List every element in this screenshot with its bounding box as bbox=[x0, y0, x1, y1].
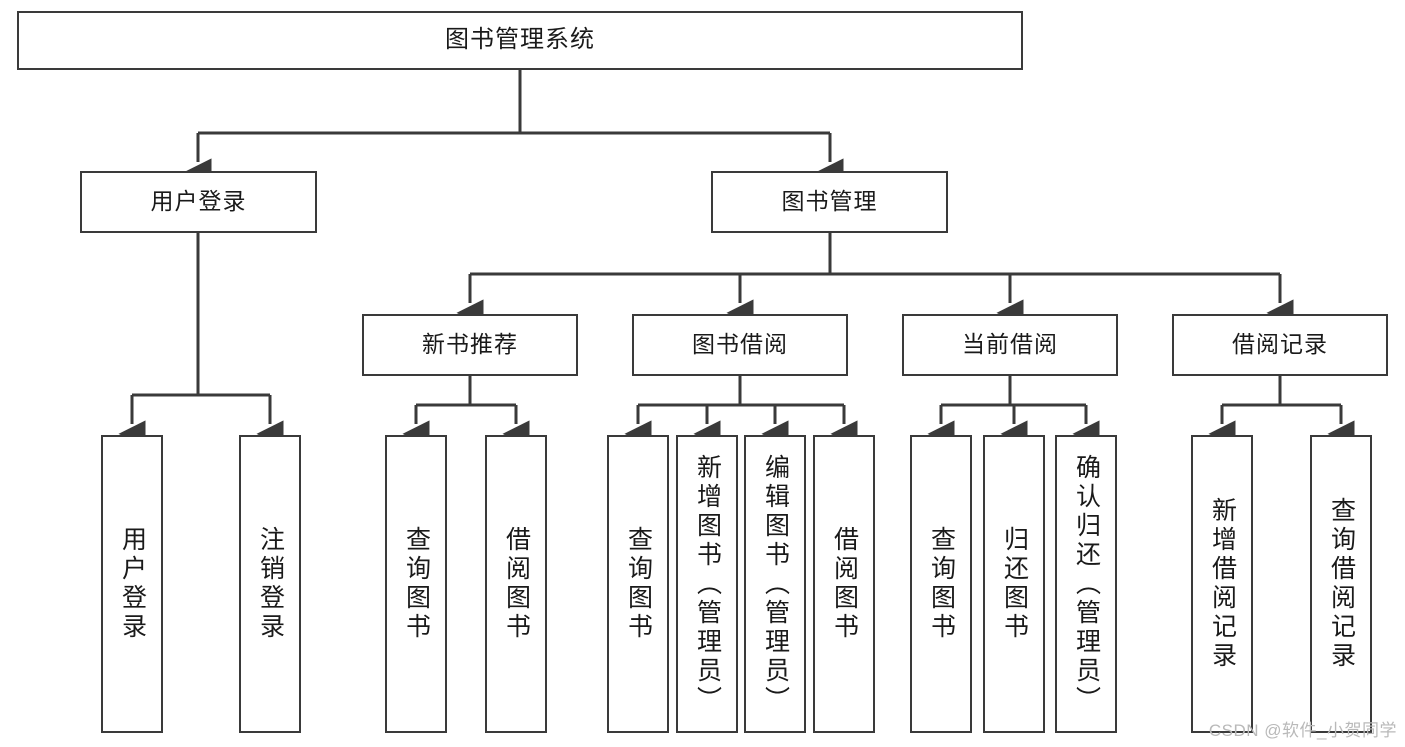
node-current-borrow-label: 当前借阅 bbox=[962, 331, 1058, 358]
node-user-login-label: 用户登录 bbox=[150, 188, 247, 215]
node-book-borrow-label: 图书借阅 bbox=[692, 331, 788, 358]
node-leaf-edit-book-label: 编辑图书（管理员） bbox=[761, 453, 790, 715]
node-leaf-edit-book[interactable]: 编辑图书（管理员） bbox=[744, 435, 806, 733]
watermark-text: CSDN @软件_小贺同学 bbox=[1208, 721, 1397, 740]
node-leaf-query-record-label: 查询借阅记录 bbox=[1327, 497, 1356, 671]
node-borrow-record-label: 借阅记录 bbox=[1232, 331, 1328, 358]
node-leaf-borrow-book-2-label: 借阅图书 bbox=[830, 526, 859, 642]
node-leaf-query-record[interactable]: 查询借阅记录 bbox=[1310, 435, 1372, 733]
node-book-manage-label: 图书管理 bbox=[781, 188, 878, 215]
node-leaf-return-book-label: 归还图书 bbox=[1000, 526, 1029, 642]
node-new-book-rec[interactable]: 新书推荐 bbox=[362, 314, 578, 376]
node-leaf-query-book-1-label: 查询图书 bbox=[402, 526, 431, 642]
node-user-login[interactable]: 用户登录 bbox=[80, 171, 317, 233]
node-leaf-user-login[interactable]: 用户登录 bbox=[101, 435, 163, 733]
node-leaf-confirm-return-label: 确认归还（管理员） bbox=[1072, 453, 1101, 715]
node-leaf-borrow-book-1-label: 借阅图书 bbox=[502, 526, 531, 642]
node-leaf-query-book-3[interactable]: 查询图书 bbox=[910, 435, 972, 733]
node-leaf-query-book-1[interactable]: 查询图书 bbox=[385, 435, 447, 733]
node-leaf-borrow-book-1[interactable]: 借阅图书 bbox=[485, 435, 547, 733]
node-leaf-query-book-2[interactable]: 查询图书 bbox=[607, 435, 669, 733]
node-leaf-add-record[interactable]: 新增借阅记录 bbox=[1191, 435, 1253, 733]
node-root-label: 图书管理系统 bbox=[445, 26, 595, 54]
node-new-book-rec-label: 新书推荐 bbox=[422, 331, 518, 358]
node-leaf-user-logout-label: 注销登录 bbox=[256, 526, 285, 642]
node-leaf-borrow-book-2[interactable]: 借阅图书 bbox=[813, 435, 875, 733]
node-leaf-add-record-label: 新增借阅记录 bbox=[1208, 497, 1237, 671]
node-borrow-record[interactable]: 借阅记录 bbox=[1172, 314, 1388, 376]
node-book-borrow[interactable]: 图书借阅 bbox=[632, 314, 848, 376]
node-leaf-confirm-return[interactable]: 确认归还（管理员） bbox=[1055, 435, 1117, 733]
node-current-borrow[interactable]: 当前借阅 bbox=[902, 314, 1118, 376]
node-leaf-user-logout[interactable]: 注销登录 bbox=[239, 435, 301, 733]
node-root[interactable]: 图书管理系统 bbox=[17, 11, 1023, 70]
node-leaf-add-book-label: 新增图书（管理员） bbox=[693, 453, 722, 715]
node-leaf-query-book-3-label: 查询图书 bbox=[927, 526, 956, 642]
node-leaf-query-book-2-label: 查询图书 bbox=[624, 526, 653, 642]
node-leaf-return-book[interactable]: 归还图书 bbox=[983, 435, 1045, 733]
node-book-manage[interactable]: 图书管理 bbox=[711, 171, 948, 233]
node-leaf-add-book[interactable]: 新增图书（管理员） bbox=[676, 435, 738, 733]
node-leaf-user-login-label: 用户登录 bbox=[118, 526, 147, 642]
